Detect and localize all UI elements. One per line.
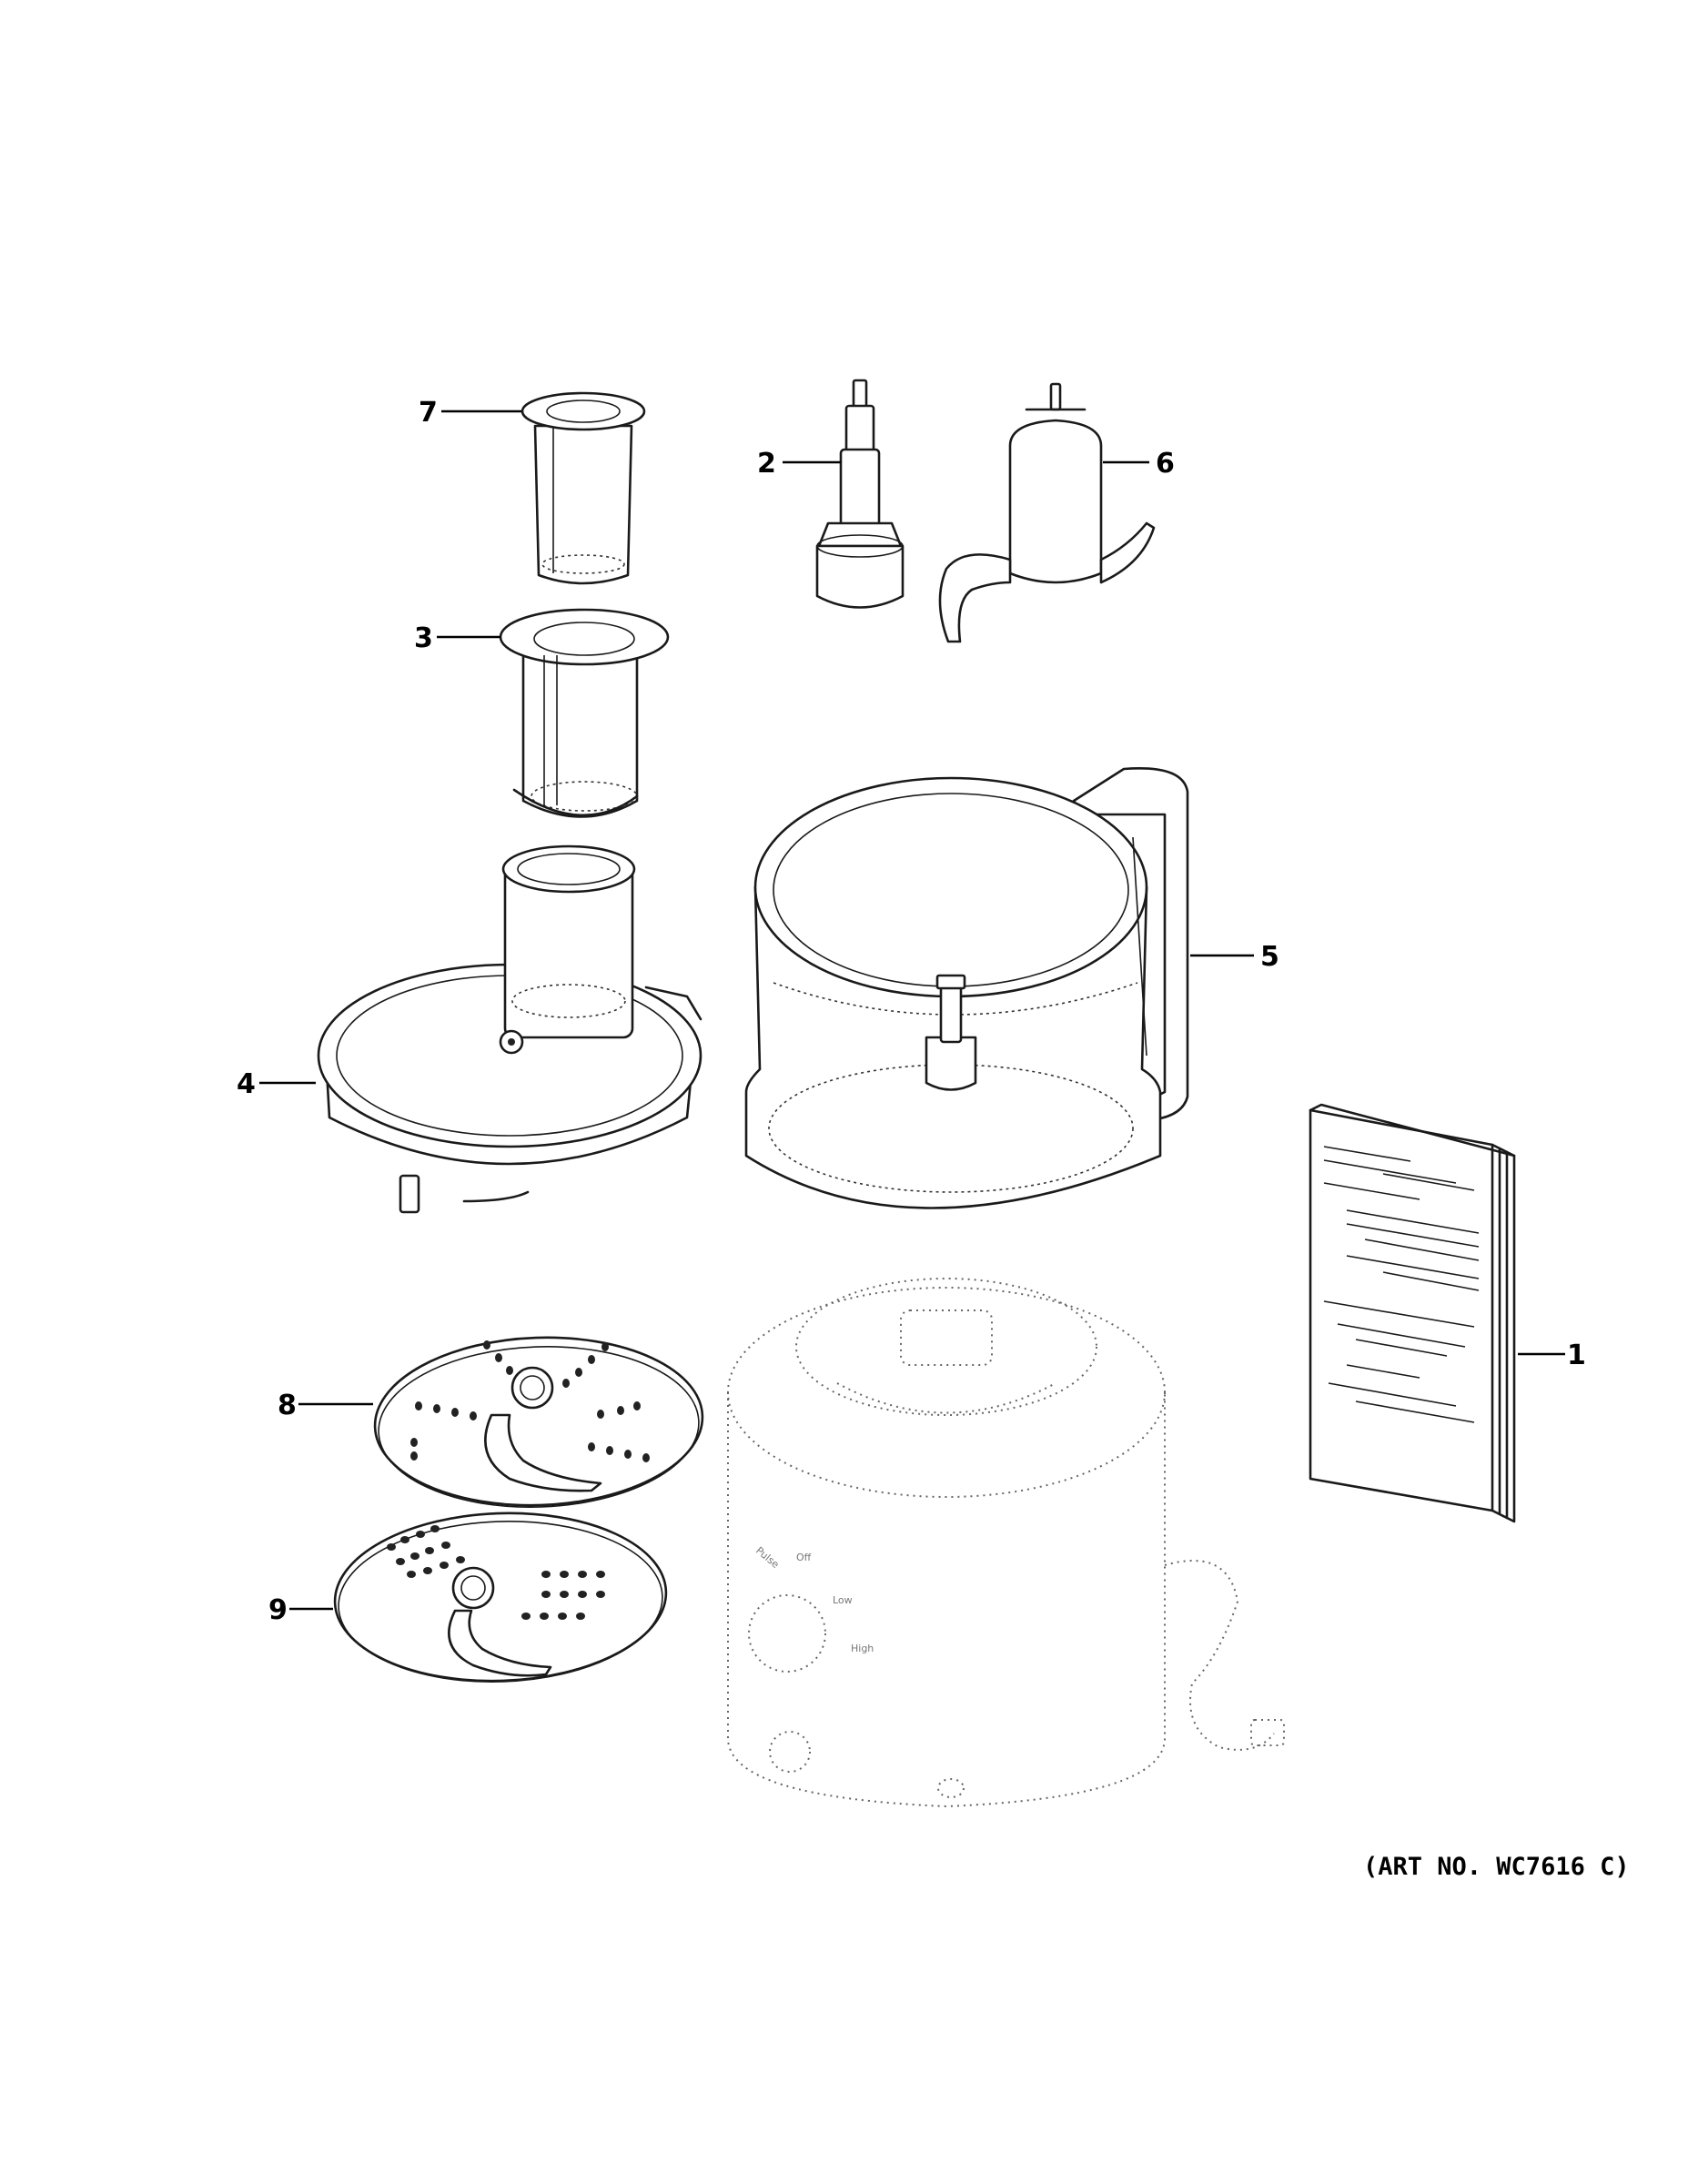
part-6-chopping-blade	[938, 382, 1156, 643]
callout-label-1: 1	[1567, 1340, 1586, 1371]
part-9-slicing-disc	[333, 1512, 668, 1683]
callout-5: 5	[1190, 941, 1279, 973]
callout-label-2: 2	[757, 448, 776, 480]
callout-4: 4	[237, 1068, 316, 1100]
part-5-work-bowl	[744, 767, 1189, 1209]
dial-label-low: Low	[833, 1594, 853, 1606]
callout-label-5: 5	[1260, 941, 1279, 973]
part-7-small-pusher	[521, 391, 646, 585]
motor-base-ghost: Pulse Off Low High	[727, 1278, 1285, 1808]
callout-label-6: 6	[1156, 448, 1175, 480]
part-2-drive-adapter	[815, 379, 905, 609]
callout-9: 9	[268, 1594, 333, 1626]
callout-label-3: 3	[414, 622, 433, 654]
callout-label-4: 4	[237, 1068, 256, 1100]
disc-9-holes	[387, 1525, 605, 1620]
callout-6: 6	[1103, 448, 1175, 480]
dial-label-off: Off	[796, 1552, 812, 1563]
dial-label-high: High	[851, 1643, 874, 1654]
part-3-large-pusher	[499, 608, 670, 818]
callout-2: 2	[757, 448, 841, 480]
dial-labels: Pulse Off Low High	[753, 1544, 874, 1654]
callout-8: 8	[278, 1390, 373, 1421]
dial-label-pulse: Pulse	[753, 1544, 782, 1571]
manual-text-lines	[1323, 1146, 1480, 1423]
callout-1: 1	[1518, 1340, 1586, 1371]
part-8-shredding-disc	[373, 1336, 704, 1508]
callout-label-7: 7	[419, 397, 438, 429]
part-4-work-bowl-cover	[317, 844, 702, 1214]
part-1-instruction-manual	[1309, 1103, 1516, 1523]
callout-label-8: 8	[278, 1390, 297, 1421]
callout-label-9: 9	[268, 1594, 288, 1626]
art-number: (ART NO. WC7616 C)	[1363, 1853, 1630, 1881]
callout-3: 3	[414, 622, 500, 654]
callouts: 7 2 6 3 5 4 1 8	[237, 397, 1586, 1626]
callout-7: 7	[419, 397, 521, 429]
